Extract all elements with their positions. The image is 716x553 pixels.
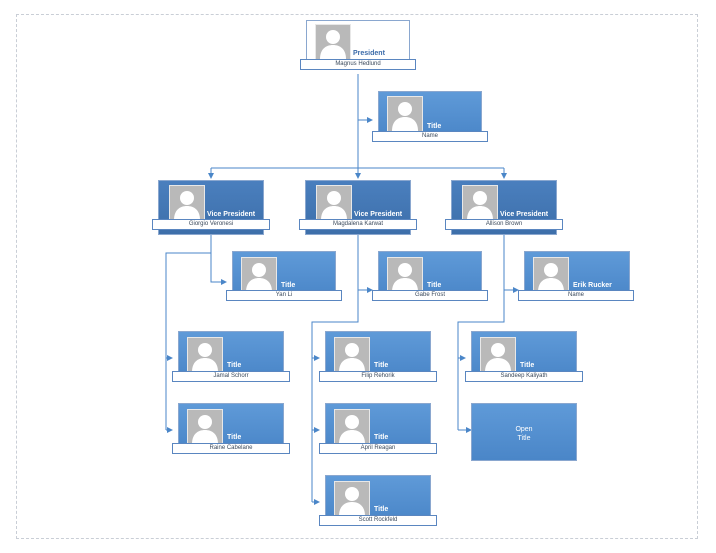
node-title: President	[353, 50, 385, 57]
connector-vp3-trunk	[457, 233, 505, 430]
node-name-erik-rucker[interactable]: Name	[518, 290, 634, 301]
person-silhouette-icon	[462, 185, 498, 221]
person-silhouette-icon	[334, 481, 370, 517]
org-node-gabe-frost[interactable]: Title	[378, 251, 482, 298]
org-node-sandeep-kaliyath[interactable]: Title	[471, 331, 577, 378]
org-node-yan-li[interactable]: Title	[232, 251, 336, 298]
node-name-vp-1[interactable]: Giorgio Veronesi	[152, 219, 270, 230]
node-title: Erik Rucker	[573, 282, 612, 289]
open-position-title: Title	[517, 435, 531, 442]
person-silhouette-icon	[334, 409, 370, 445]
node-name-president[interactable]: Magnus Hedlund	[300, 59, 416, 70]
person-silhouette-icon	[315, 24, 351, 60]
node-title: Title	[281, 282, 296, 289]
node-name-assistant[interactable]: Name	[372, 131, 488, 142]
node-title: Title	[374, 434, 389, 441]
node-name-vp-3[interactable]: Allison Brown	[445, 219, 563, 230]
connector-vp2-trunk	[311, 233, 359, 502]
person-silhouette-icon	[187, 337, 223, 373]
node-title: Vice President	[207, 211, 256, 218]
node-title: Title	[520, 362, 535, 369]
node-title: Title	[427, 282, 442, 289]
person-silhouette-icon	[334, 337, 370, 373]
node-title: Title	[374, 506, 389, 513]
node-title: Title	[427, 123, 442, 130]
node-title: Title	[227, 362, 242, 369]
person-silhouette-icon	[387, 96, 423, 132]
node-name-scott-rockfeld[interactable]: Scott Rockfeld	[319, 515, 437, 526]
person-silhouette-icon	[316, 185, 352, 221]
node-name-raine-cabelane[interactable]: Raine Cabelane	[172, 443, 290, 454]
node-name-yan-li[interactable]: Yan Li	[226, 290, 342, 301]
node-name-sandeep-kaliyath[interactable]: Sandeep Kaliyath	[465, 371, 583, 382]
person-silhouette-icon	[387, 257, 423, 293]
person-silhouette-icon	[480, 337, 516, 373]
open-position-label: Open	[515, 426, 533, 433]
org-node-erik-rucker[interactable]: Erik Rucker	[524, 251, 630, 298]
node-title: Vice President	[354, 211, 403, 218]
org-node-jamal-schorr[interactable]: Title	[178, 331, 284, 378]
node-name-april-reagan[interactable]: April Reagan	[319, 443, 437, 454]
person-silhouette-icon	[241, 257, 277, 293]
org-node-april-reagan[interactable]: Title	[325, 403, 431, 450]
node-name-gabe-frost[interactable]: Gabe Frost	[372, 290, 488, 301]
person-silhouette-icon	[169, 185, 205, 221]
page-boundary	[16, 14, 698, 539]
node-title: Title	[227, 434, 242, 441]
node-name-vp-2[interactable]: Magdalena Karwat	[299, 219, 417, 230]
org-node-president[interactable]: President	[306, 20, 410, 67]
connector-vp1-left	[165, 252, 211, 430]
node-title: Vice President	[500, 211, 549, 218]
org-node-open-position[interactable]: Open Title	[471, 403, 577, 461]
org-node-raine-cabelane[interactable]: Title	[178, 403, 284, 450]
org-node-filip-rehorik[interactable]: Title	[325, 331, 431, 378]
node-title: Title	[374, 362, 389, 369]
node-name-jamal-schorr[interactable]: Jamal Schorr	[172, 371, 290, 382]
connector-vp1-trunk	[210, 233, 227, 285]
person-silhouette-icon	[187, 409, 223, 445]
node-name-filip-rehorik[interactable]: Filip Rehorik	[319, 371, 437, 382]
person-silhouette-icon	[533, 257, 569, 293]
